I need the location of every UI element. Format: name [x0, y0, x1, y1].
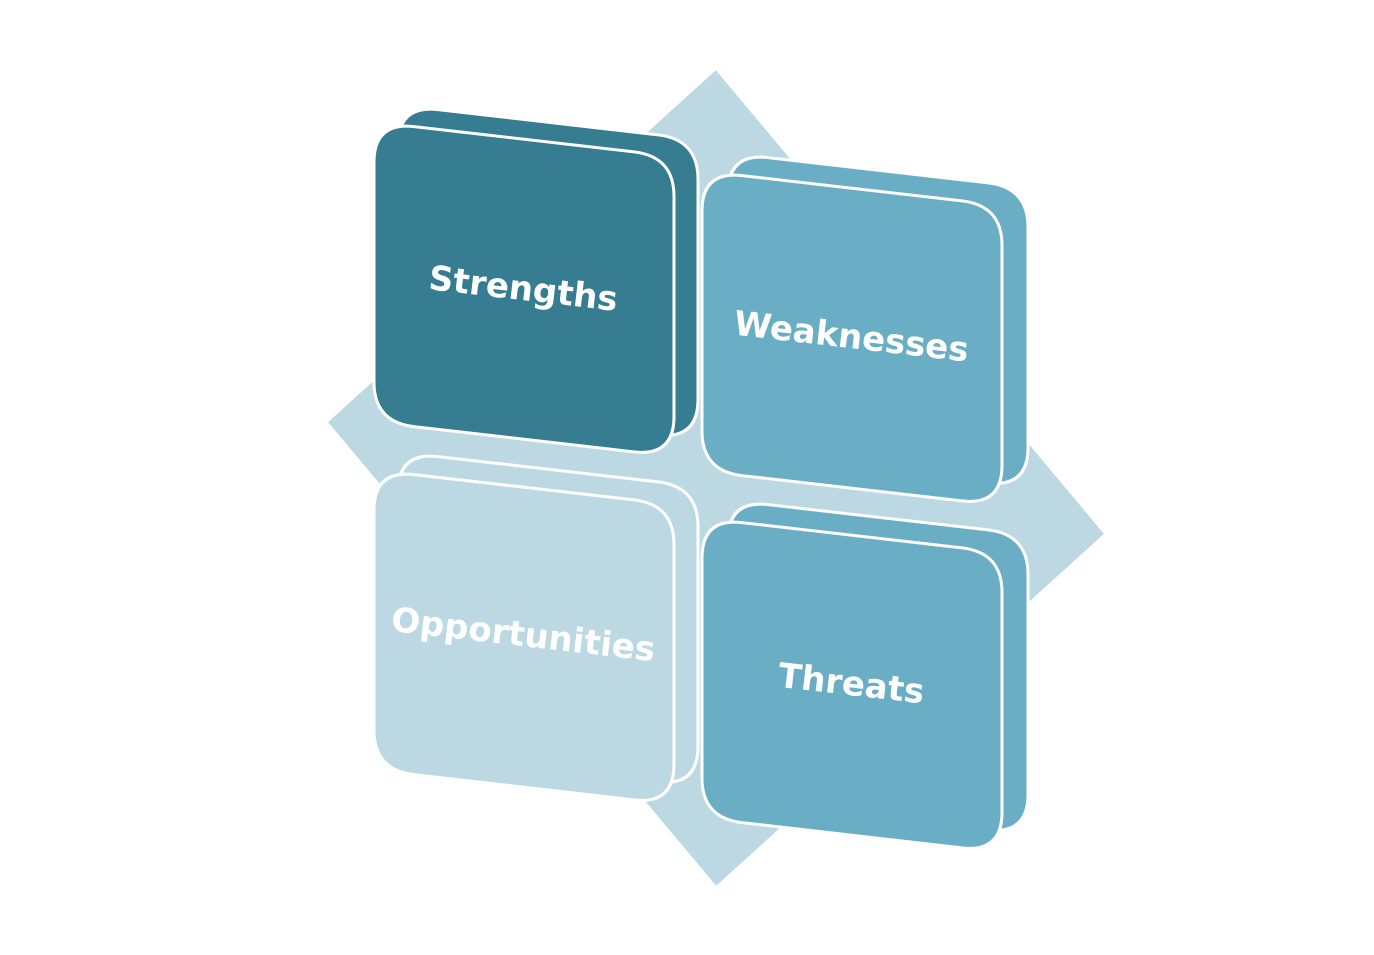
quadrant-weaknesses: Weaknesses: [700, 151, 1030, 508]
quadrant-threats: Threats: [700, 498, 1030, 855]
quadrant-opportunities: Opportunities: [372, 450, 700, 807]
quadrant-strengths: Strengths: [372, 103, 700, 459]
